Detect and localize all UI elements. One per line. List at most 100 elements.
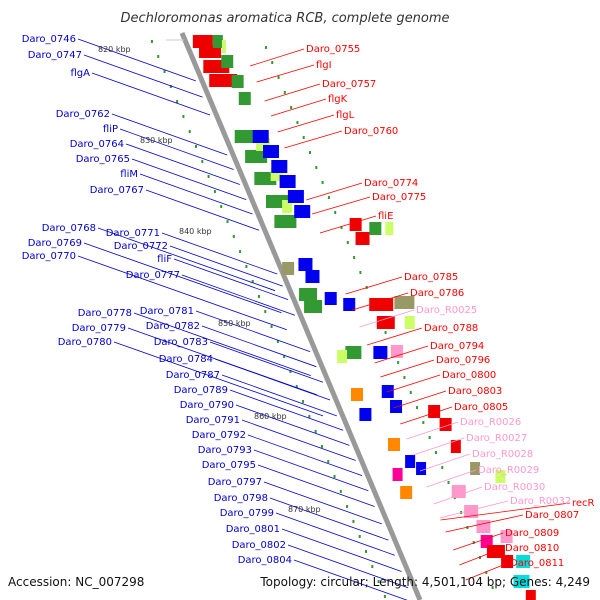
gene-label-plus: Daro_0786 (410, 288, 464, 299)
gene-feature (294, 205, 311, 218)
gene-feature (221, 40, 226, 53)
label-connector (83, 242, 282, 314)
gene-label-plus: Daro_0811 (510, 558, 564, 569)
label-connector (169, 245, 283, 287)
label-connector (406, 421, 459, 440)
label-connector (119, 128, 234, 170)
gene-label-minus: Daro_0791 (186, 415, 240, 426)
label-connector (111, 113, 228, 156)
gene-feature (450, 440, 461, 453)
gene-feature (373, 346, 388, 359)
gene-feature (500, 530, 513, 543)
gene-label-plus: Daro_0760 (344, 126, 398, 137)
gene-feature (385, 222, 394, 235)
label-connector (256, 64, 315, 83)
gene-label-minus: Daro_0747 (28, 50, 82, 61)
label-connector (264, 83, 321, 102)
gene-label-plus: flgK (328, 94, 348, 105)
inner-tick-dot (365, 550, 368, 553)
gene-feature (392, 468, 403, 481)
label-connector (247, 434, 363, 476)
gene-label-minus: Daro_0768 (42, 223, 96, 234)
gene-feature (343, 298, 356, 311)
label-connector (319, 215, 377, 234)
gene-feature (192, 35, 213, 48)
outer-tick-dot (479, 556, 482, 559)
gene-feature (209, 74, 238, 87)
inner-tick-dot (213, 190, 216, 193)
label-connector (281, 528, 402, 572)
label-connector (306, 182, 363, 201)
gene-feature (274, 215, 297, 228)
gene-feature (324, 292, 337, 305)
accession-text: Accession: NC_007298 (8, 575, 144, 589)
scale-label: 830 kbp (140, 136, 173, 145)
label-connector (209, 341, 324, 383)
inner-tick-dot (239, 250, 242, 253)
outer-tick-dot (491, 586, 494, 589)
gene-label-minus: Daro_0769 (28, 238, 82, 249)
label-connector (293, 559, 408, 600)
inner-tick-dot (283, 355, 286, 358)
gene-label-plus: Daro_0774 (364, 178, 418, 189)
gene-feature (525, 590, 536, 600)
inner-tick-dot (188, 130, 191, 133)
label-connector (270, 98, 327, 117)
gene-feature (394, 296, 415, 309)
scale-label: 870 kbp (288, 505, 321, 514)
label-connector (125, 143, 240, 185)
gene-label-plus: Daro_0805 (454, 402, 508, 413)
gene-feature (287, 190, 304, 203)
label-connector (77, 255, 287, 331)
gene-label-plus: Daro_0800 (442, 370, 496, 381)
gene-feature (199, 45, 222, 58)
outer-tick-dot (397, 361, 400, 364)
gene-label-plus: Daro_R0030 (484, 482, 545, 493)
gene-label-minus: Daro_0787 (166, 370, 220, 381)
inner-tick-dot (339, 490, 342, 493)
gene-label-minus: Daro_0778 (78, 308, 132, 319)
inner-tick-dot (169, 85, 172, 88)
genome-title: Dechloromonas aromatica RCB, complete ge… (120, 11, 449, 26)
inner-tick-dot (182, 115, 185, 118)
gene-label-minus: Daro_0789 (174, 385, 228, 396)
gene-label-minus: Daro_0784 (159, 354, 213, 365)
genome-backbone (179, 32, 423, 600)
gene-feature (516, 555, 531, 568)
gene-label-plus: Daro_R0032 (510, 496, 571, 507)
label-connector (241, 419, 356, 461)
gene-label-plus: fliE (378, 211, 393, 222)
gene-label-minus: Daro_0770 (22, 251, 76, 262)
gene-label-minus: Daro_0779 (72, 323, 126, 334)
scale-label: 840 kbp (179, 227, 212, 236)
gene-feature (464, 505, 479, 518)
scale-label: 820 kbp (98, 45, 131, 54)
inner-tick-dot (276, 340, 279, 343)
outer-tick-dot (384, 331, 387, 334)
inner-tick-dot (308, 415, 311, 418)
outer-tick-dot (290, 106, 293, 109)
gene-feature (404, 316, 415, 329)
gene-label-plus: Daro_0809 (505, 528, 559, 539)
gene-label-minus: fliP (103, 124, 118, 135)
label-connector (133, 312, 311, 376)
gene-feature (369, 298, 394, 311)
gene-label-minus: Daro_0783 (154, 337, 208, 348)
gene-label-plus: Daro_R0029 (478, 465, 539, 476)
label-connector (173, 258, 289, 301)
gene-feature (405, 455, 416, 468)
gene-label-plus: recR (572, 498, 595, 509)
label-connector (445, 514, 524, 533)
inner-tick-dot (358, 535, 361, 538)
gene-label-plus: Daro_0796 (436, 355, 490, 366)
gene-feature (388, 438, 400, 451)
inner-tick-dot (257, 295, 260, 298)
inner-tick-dot (157, 55, 160, 58)
gene-feature (337, 350, 348, 363)
gene-feature (298, 258, 313, 271)
label-connector (366, 327, 423, 346)
feature-track (192, 35, 536, 600)
inner-tick-dot (371, 565, 374, 568)
gene-feature (245, 150, 268, 163)
